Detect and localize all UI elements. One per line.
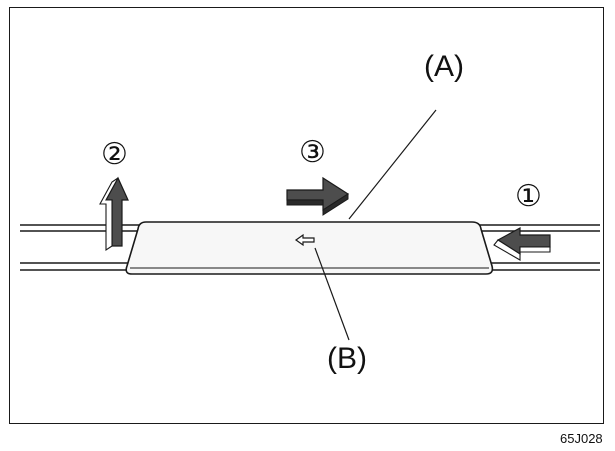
- step-1-arrow: [493, 226, 551, 261]
- leader-line-a: [348, 109, 437, 220]
- leader-line-b: [314, 247, 350, 341]
- label-part-a: (A): [424, 50, 464, 83]
- step-2-arrow: [99, 176, 129, 252]
- direction-mark-b: [294, 233, 315, 247]
- label-part-b: (B): [327, 342, 367, 375]
- label-step-3: ③: [299, 136, 326, 169]
- cover-panel: [125, 221, 494, 275]
- step-3-arrow: [286, 176, 350, 216]
- figure-code: 65J028: [560, 431, 603, 446]
- label-step-1: ①: [515, 180, 542, 213]
- label-step-2: ②: [101, 138, 128, 171]
- figure-frame: [9, 7, 604, 424]
